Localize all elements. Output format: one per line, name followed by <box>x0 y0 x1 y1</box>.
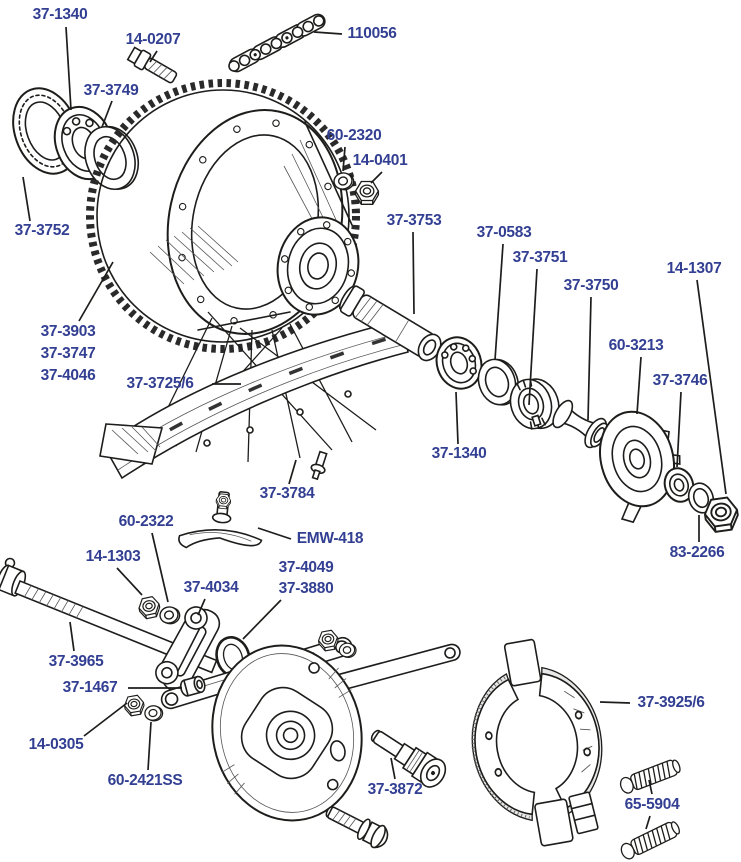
leader-line-37-3965 <box>69 621 75 652</box>
brake-plate-drawing <box>211 644 363 822</box>
leader-line-37-3746 <box>676 391 682 468</box>
nut-drawing-14-0401 <box>354 180 380 205</box>
leader-line-14-1303 <box>116 567 143 596</box>
brake-shoes-drawing <box>456 631 618 856</box>
leader-line-65-5904 <box>645 815 651 830</box>
leader-line-37-3750 <box>587 296 592 421</box>
washer-drawing-60-2421ss <box>142 703 165 724</box>
bush-drawing-37-1467 <box>179 675 206 697</box>
leader-line-37-0583 <box>494 243 504 361</box>
leader-line-14-0207 <box>149 50 158 63</box>
leader-lines <box>22 26 727 830</box>
leader-line-60-2320 <box>342 146 346 172</box>
leader-line-65-5904 <box>648 779 653 795</box>
sprocket-drawing <box>86 79 360 353</box>
spindle-drawing-37-3965 <box>0 557 218 674</box>
leader-line-37-3880 <box>242 599 282 640</box>
nut-drawing-14-0305 <box>122 693 146 718</box>
hub-drawing <box>149 109 360 335</box>
pad-drawing <box>568 791 599 835</box>
leader-line-14-0401 <box>370 171 383 184</box>
leader-line-37-4034 <box>197 598 206 616</box>
leader-line-14-1307 <box>696 279 727 495</box>
adjuster-link-drawing-37-4034 <box>155 606 221 693</box>
leader-line-37-3925/6 <box>599 701 631 704</box>
chain-drawing <box>228 13 326 73</box>
leader-line-60-3213 <box>636 356 642 415</box>
bearing-drawing-37-1340-lower <box>435 336 483 390</box>
nut-drawing-14-1303 <box>136 594 163 621</box>
leader-line-110056 <box>313 31 343 35</box>
bolt-drawing-bottom <box>325 806 389 849</box>
leader-line-37-1340 <box>455 391 459 445</box>
leader-line-14-0305 <box>83 702 128 737</box>
cam-spindle-drawing-37-3872 <box>370 729 447 788</box>
washer-drawing-60-2322 <box>157 604 182 627</box>
leader-line-37-3872 <box>390 757 396 780</box>
bearing-drawing-37-3746 <box>663 467 695 503</box>
leader-line-37-3784 <box>288 459 297 485</box>
security-bolt-drawing-emw-418 <box>178 491 263 549</box>
leader-line-EMW-418 <box>257 527 292 540</box>
leader-line-37-1340 <box>65 26 72 111</box>
spacer-drawing-37-3750 <box>552 399 609 449</box>
leader-line-37-3751 <box>528 268 538 406</box>
axle-drawing-37-3753 <box>338 285 442 362</box>
rim-drawing <box>99 319 409 480</box>
bolt-drawing-14-0207 <box>126 46 178 84</box>
leader-line-60-2421SS <box>147 721 152 771</box>
leader-line-37-3749 <box>101 100 113 128</box>
leader-line-37-3752 <box>22 176 31 222</box>
leader-line-37-3753 <box>412 231 415 315</box>
retainer-drawing-60-3213 <box>599 410 681 524</box>
springs-drawing-65-5904 <box>617 757 683 862</box>
leader-line-60-2322 <box>151 532 169 603</box>
nipple-drawing-37-3784 <box>310 450 328 481</box>
washer-drawing-37-0583 <box>477 358 520 406</box>
leader-line-37-3903 <box>78 261 114 322</box>
